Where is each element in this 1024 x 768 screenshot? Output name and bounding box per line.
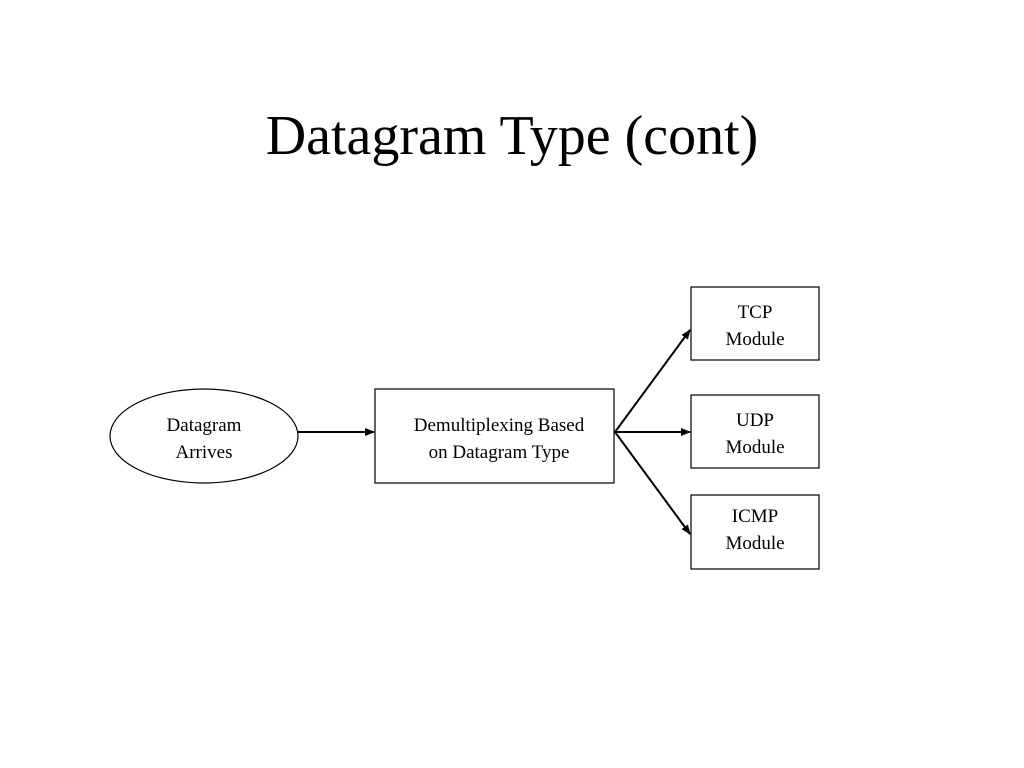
node-icmp-module-line2: Module [725, 533, 784, 554]
node-demultiplexing: Demultiplexing Based on Datagram Type [374, 388, 615, 484]
node-datagram-arrives-line2: Arrives [176, 442, 233, 463]
node-icmp-module: ICMP Module [690, 494, 820, 570]
slide-title: Datagram Type (cont) [265, 105, 759, 167]
node-udp-module: UDP Module [690, 394, 820, 469]
node-demultiplexing-line1: Demultiplexing Based [414, 415, 585, 436]
node-icmp-module-line1: ICMP [732, 506, 778, 527]
node-tcp-module-line1: TCP [738, 302, 773, 323]
node-datagram-arrives-line1: Datagram [167, 415, 242, 436]
node-demultiplexing-line2: on Datagram Type [429, 442, 570, 463]
node-udp-module-line2: Module [725, 437, 784, 458]
node-udp-module-line1: UDP [736, 410, 774, 431]
node-tcp-module-line2: Module [725, 329, 784, 350]
node-datagram-arrives: Datagram Arrives [109, 388, 299, 484]
node-tcp-module: TCP Module [690, 286, 820, 361]
arrow-demux-to-tcp [614, 329, 691, 433]
arrow-demux-to-icmp [614, 431, 691, 535]
